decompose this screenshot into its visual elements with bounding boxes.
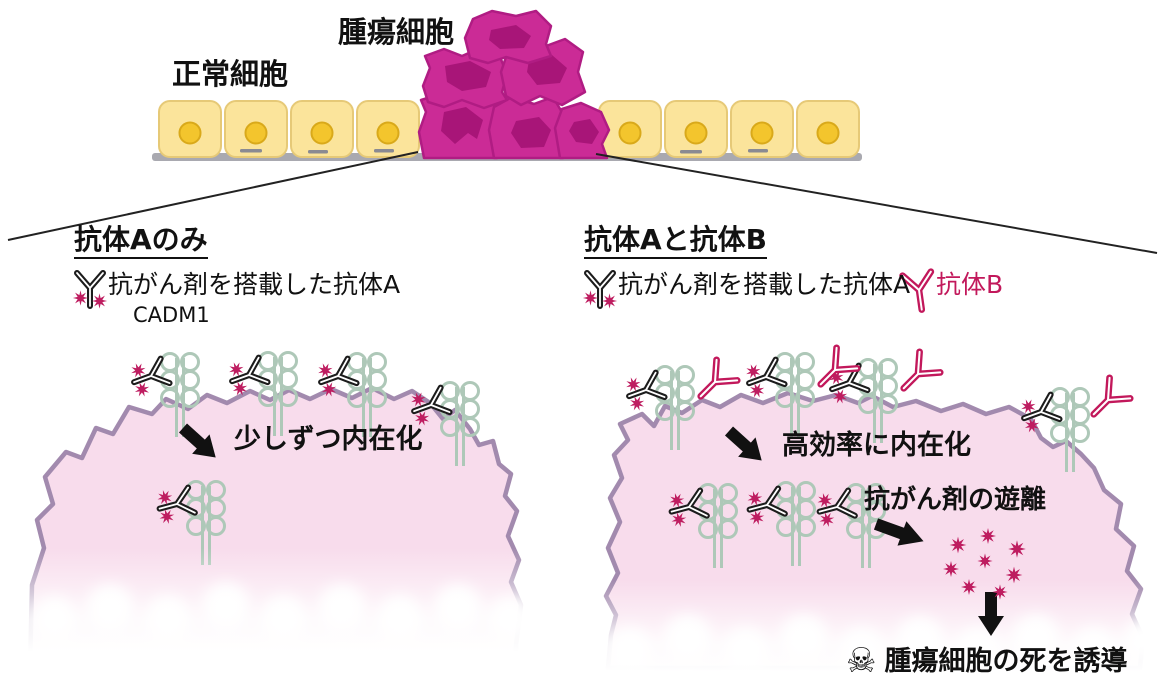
normal-cell-shape bbox=[664, 100, 728, 158]
cell-shadow bbox=[748, 149, 768, 153]
right-panel-heading: 抗体Aと抗体B bbox=[584, 223, 768, 260]
cell-shadow bbox=[680, 150, 702, 154]
normal-cells-label: 正常細胞 bbox=[172, 57, 289, 91]
normal-cell-row bbox=[158, 100, 860, 158]
normal-cell-shape bbox=[224, 100, 288, 158]
left-panel-heading: 抗体Aのみ bbox=[74, 223, 208, 260]
right-legend-adc-label: 抗がん剤を搭載した抗体A bbox=[618, 270, 911, 299]
zoom-line-left bbox=[7, 151, 419, 241]
cadm1-label: CADM1 bbox=[133, 303, 210, 327]
tumor-nucleus bbox=[489, 25, 531, 49]
tumor-nucleus bbox=[445, 61, 491, 91]
right-internalization-label: 高効率に内在化 bbox=[782, 430, 971, 461]
tumor-nucleus bbox=[441, 107, 483, 144]
antibody-b-icon bbox=[1083, 378, 1130, 425]
legend-antibody-a-icon-left bbox=[73, 273, 107, 309]
tumor-nucleus bbox=[569, 119, 599, 144]
cell-shadow bbox=[308, 150, 328, 154]
antibody-b-label: 抗体B bbox=[936, 270, 1004, 299]
cell-bottom-fade bbox=[18, 548, 1162, 695]
cell-shadow bbox=[240, 149, 262, 153]
normal-cell-shape bbox=[158, 100, 222, 158]
zoom-line-right bbox=[595, 153, 1158, 254]
tumor-cells-label: 腫瘍細胞 bbox=[338, 15, 455, 49]
legend-antibody-a-icon-right bbox=[583, 273, 617, 309]
tumor-nucleus bbox=[511, 117, 551, 148]
tumor-death-label: 腫瘍細胞の死を誘導 bbox=[884, 646, 1128, 678]
left-legend-adc-label: 抗がん剤を搭載した抗体A bbox=[108, 270, 401, 299]
tumor-death-row: ☠ 腫瘍細胞の死を誘導 bbox=[846, 641, 1128, 681]
normal-cell-shape bbox=[356, 100, 420, 158]
tumor-nucleus bbox=[527, 55, 567, 85]
tumor-cell-cluster bbox=[417, 9, 611, 160]
cell-shadow bbox=[374, 149, 394, 153]
normal-cell-shape bbox=[796, 100, 860, 158]
skull-crossbones-icon: ☠ bbox=[846, 641, 877, 681]
drug-release-label: 抗がん剤の遊離 bbox=[864, 485, 1047, 515]
antibody-b-icon bbox=[893, 352, 940, 399]
normal-cell-shape bbox=[290, 100, 354, 158]
normal-cell-shape bbox=[730, 100, 794, 158]
tissue-illustration bbox=[7, 9, 1158, 254]
left-internalization-label: 少しずつ内在化 bbox=[234, 424, 423, 455]
